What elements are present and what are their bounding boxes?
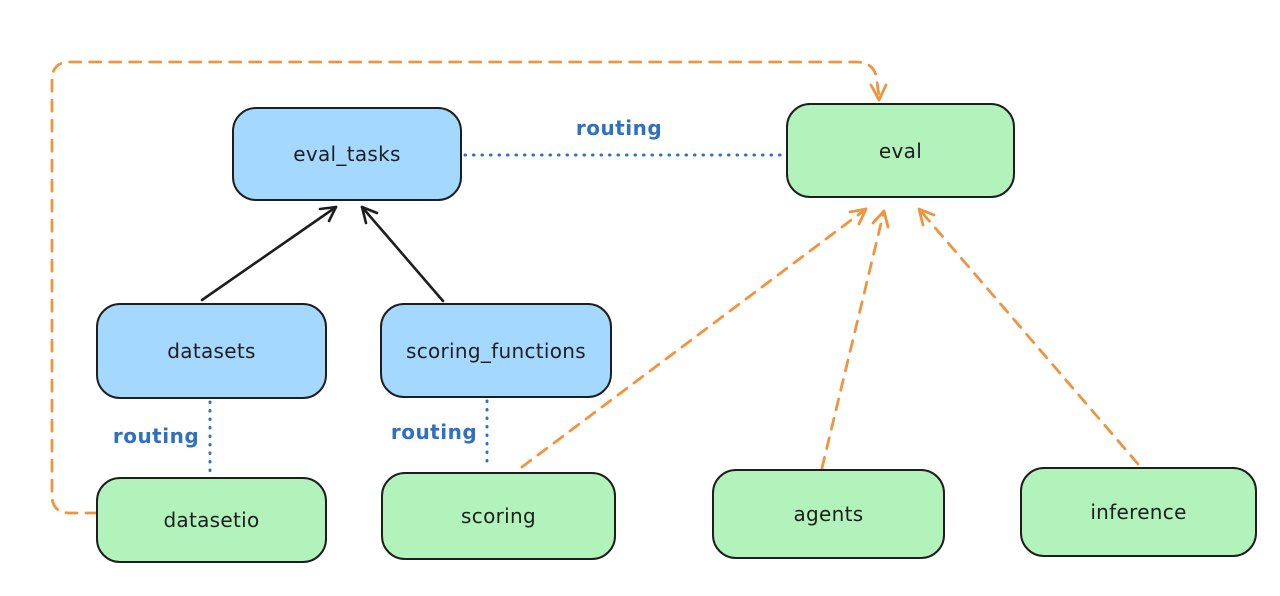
node-agents-label: agents (793, 502, 864, 526)
edge-agents-eval-arrowhead (871, 209, 890, 229)
node-scoring-label: scoring (461, 504, 536, 528)
edge-inference-eval-dashed-line (917, 207, 1140, 466)
node-eval-label: eval (878, 138, 923, 163)
node-eval: eval (786, 103, 1015, 198)
node-eval-tasks-label: eval_tasks (293, 142, 401, 166)
node-datasets-label: datasets (167, 339, 256, 363)
node-datasetio: datasetio (96, 477, 327, 563)
node-inference: inference (1020, 467, 1257, 557)
edge-datasetio-eval-arrowhead (869, 83, 888, 102)
node-scoring: scoring (381, 472, 616, 560)
node-eval-tasks: eval_tasks (232, 107, 462, 201)
edge-agents-eval-dashed-line (820, 209, 886, 470)
node-datasetio-label: datasetio (163, 508, 260, 532)
node-datasets: datasets (96, 303, 327, 399)
edge-scoringfunctions-evaltasks-arrowhead (360, 205, 379, 225)
edge-datasetio-eval-dashed-line (50, 60, 881, 515)
node-scoring-functions: scoring_functions (380, 303, 612, 398)
edge-scoring-eval-arrowhead (848, 207, 868, 226)
node-inference-label: inference (1090, 500, 1187, 524)
edge-scoringfunctions-evaltasks-arrow-line (360, 205, 445, 303)
edge-scoring-eval-dashed-line (520, 207, 868, 469)
edge-datasets-evaltasks-arrow-line (200, 205, 338, 302)
node-agents: agents (712, 469, 945, 559)
node-scoring-functions-label: scoring_functions (405, 338, 587, 363)
edge-label-routing-top: routing (575, 116, 663, 140)
edge-label-routing-scoring: routing (390, 420, 478, 444)
edge-datasets-evaltasks-arrowhead (318, 205, 338, 223)
edge-label-routing-datasets: routing (112, 424, 200, 448)
edge-inference-eval-arrowhead (917, 207, 936, 227)
